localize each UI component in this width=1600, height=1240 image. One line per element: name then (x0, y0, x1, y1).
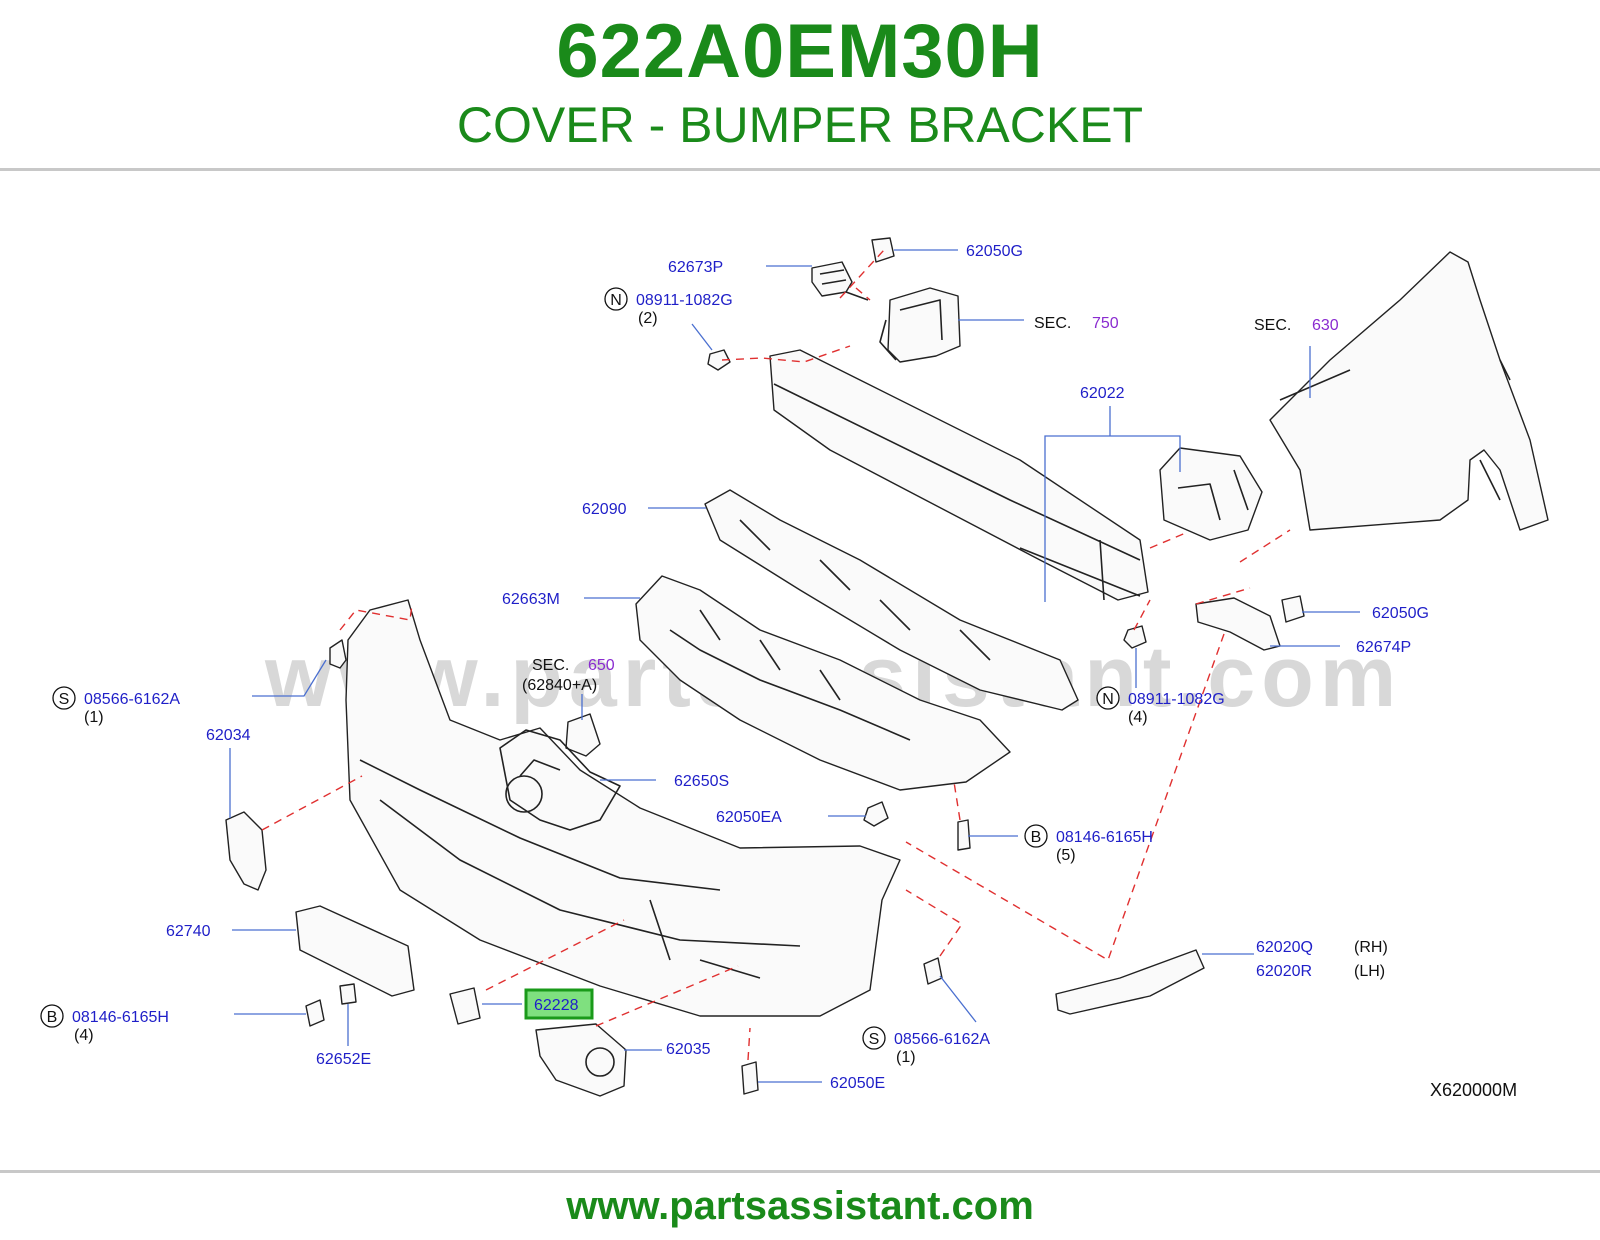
clip-62652E-drawing (339, 983, 357, 1005)
s-symbol-left (52, 686, 76, 710)
callout-62035[interactable]: 62035 (666, 1041, 711, 1058)
moulding-62020-drawing (1055, 949, 1205, 1015)
clip-62050G-right-drawing (1281, 595, 1305, 623)
callout-62050EA[interactable]: 62050EA (716, 809, 782, 826)
cover-62228-drawing (449, 987, 481, 1025)
callout-62090[interactable]: 62090 (582, 501, 627, 518)
b-symbol-right-letter: B (1031, 829, 1042, 846)
b-symbol-left-letter: B (47, 1009, 58, 1026)
sec630-link[interactable]: 630 (1312, 317, 1339, 334)
bracket-sec750-drawing (879, 287, 961, 363)
leader-lines (229, 249, 1360, 1083)
license-bracket-62740-drawing (295, 905, 415, 997)
bolt-08146-right-drawing (957, 819, 971, 851)
exploded-view-svg: www.partsassistant.com (40, 237, 1549, 1100)
reinforcement-62022-drawing (769, 349, 1149, 601)
callout-62228-highlighted[interactable]: 62228 (534, 997, 579, 1014)
fender-sec630-drawing (1269, 251, 1549, 531)
sec650-sub: (62840+A) (522, 677, 597, 694)
callout-08911-top[interactable]: 08911-1082G (636, 292, 733, 309)
fog-cover-62035-ring (585, 1047, 615, 1077)
callout-62050G-right[interactable]: 62050G (1372, 605, 1429, 622)
sec650-link[interactable]: 650 (588, 657, 615, 674)
diagram-code: X620000M (1430, 1080, 1517, 1100)
callout-08146-right[interactable]: 08146-6165H (1056, 829, 1153, 846)
callout-08146-left[interactable]: 08146-6165H (72, 1009, 169, 1026)
callout-62022[interactable]: 62022 (1080, 385, 1125, 402)
sec650-prefix: SEC. (532, 657, 569, 674)
parts-diagram: www.partsassistant.com (0, 172, 1600, 1168)
callout-62050G-top[interactable]: 62050G (966, 243, 1023, 260)
screw-08566-left-drawing (329, 639, 347, 669)
callout-62020R[interactable]: 62020R (1256, 963, 1312, 980)
header-divider (0, 168, 1600, 171)
callout-08911-right[interactable]: 08911-1082G (1128, 691, 1225, 708)
grille-62650S-drawing (499, 729, 621, 831)
nut-08911-right-drawing (1123, 625, 1147, 649)
n-symbol-top-letter: N (610, 292, 622, 309)
callout-08566-bottom[interactable]: 08566-6162A (894, 1031, 990, 1048)
callout-62020Q-side: (RH) (1354, 939, 1388, 956)
callout-08566-left-qty: (1) (84, 709, 104, 726)
sec750-prefix: SEC. (1034, 315, 1071, 332)
absorber-62090-drawing (704, 489, 1079, 711)
callout-62050E[interactable]: 62050E (830, 1075, 885, 1092)
stay-right-drawing (1159, 447, 1263, 541)
callout-08911-right-qty: (4) (1128, 709, 1148, 726)
sec630-prefix: SEC. (1254, 317, 1291, 334)
callout-08146-left-qty: (4) (74, 1027, 94, 1044)
callout-08911-top-qty: (2) (638, 310, 658, 327)
block-sec650-drawing (565, 713, 601, 757)
callout-08146-right-qty: (5) (1056, 847, 1076, 864)
callout-62674P[interactable]: 62674P (1356, 639, 1411, 656)
b-symbol-left (40, 1004, 64, 1028)
b-symbol-right (1024, 824, 1048, 848)
footer-site-link[interactable]: www.partsassistant.com (566, 1184, 1034, 1228)
clip-62050E-drawing (741, 1061, 759, 1095)
nut-08911-top-drawing (707, 349, 731, 371)
bracket-62673P-drawing (811, 261, 869, 301)
n-symbol-right-letter: N (1102, 691, 1114, 708)
footer-divider (0, 1170, 1600, 1173)
callout-08566-bottom-qty: (1) (896, 1049, 916, 1066)
header: 622A0EM30H COVER - BUMPER BRACKET (0, 0, 1600, 168)
callout-62740[interactable]: 62740 (166, 923, 211, 940)
callout-62673P[interactable]: 62673P (668, 259, 723, 276)
s-symbol-bottom (862, 1026, 886, 1050)
highlight-62228-box (524, 988, 594, 1020)
part-name-subtitle: COVER - BUMPER BRACKET (456, 97, 1144, 153)
assembly-dashed-lines (261, 249, 1291, 1061)
n-symbol-top (604, 287, 628, 311)
sec750-link[interactable]: 750 (1092, 315, 1119, 332)
clip-62050EA-drawing (863, 801, 889, 827)
callout-08566-left[interactable]: 08566-6162A (84, 691, 180, 708)
under-cover-62663M-drawing (635, 575, 1011, 791)
screw-08566-bottom-drawing (923, 957, 943, 985)
n-symbol-right (1096, 686, 1120, 710)
callout-62020R-side: (LH) (1354, 963, 1385, 980)
callout-62663M[interactable]: 62663M (502, 591, 560, 608)
bumper-fascia-drawing (345, 599, 901, 1017)
fog-cover-62034-drawing (225, 811, 267, 891)
bolt-08146-left-drawing (305, 999, 325, 1027)
bracket-62674P-drawing (1195, 597, 1281, 651)
callout-62652E[interactable]: 62652E (316, 1051, 371, 1068)
callout-62650S[interactable]: 62650S (674, 773, 729, 790)
fog-cover-62035-drawing (535, 1023, 627, 1097)
part-number-title: 622A0EM30H (556, 9, 1044, 94)
callout-62020Q[interactable]: 62020Q (1256, 939, 1313, 956)
callout-62034[interactable]: 62034 (206, 727, 251, 744)
clip-62050G-top-drawing (871, 237, 895, 263)
s-symbol-left-letter: S (59, 691, 70, 708)
s-symbol-bottom-letter: S (869, 1031, 880, 1048)
